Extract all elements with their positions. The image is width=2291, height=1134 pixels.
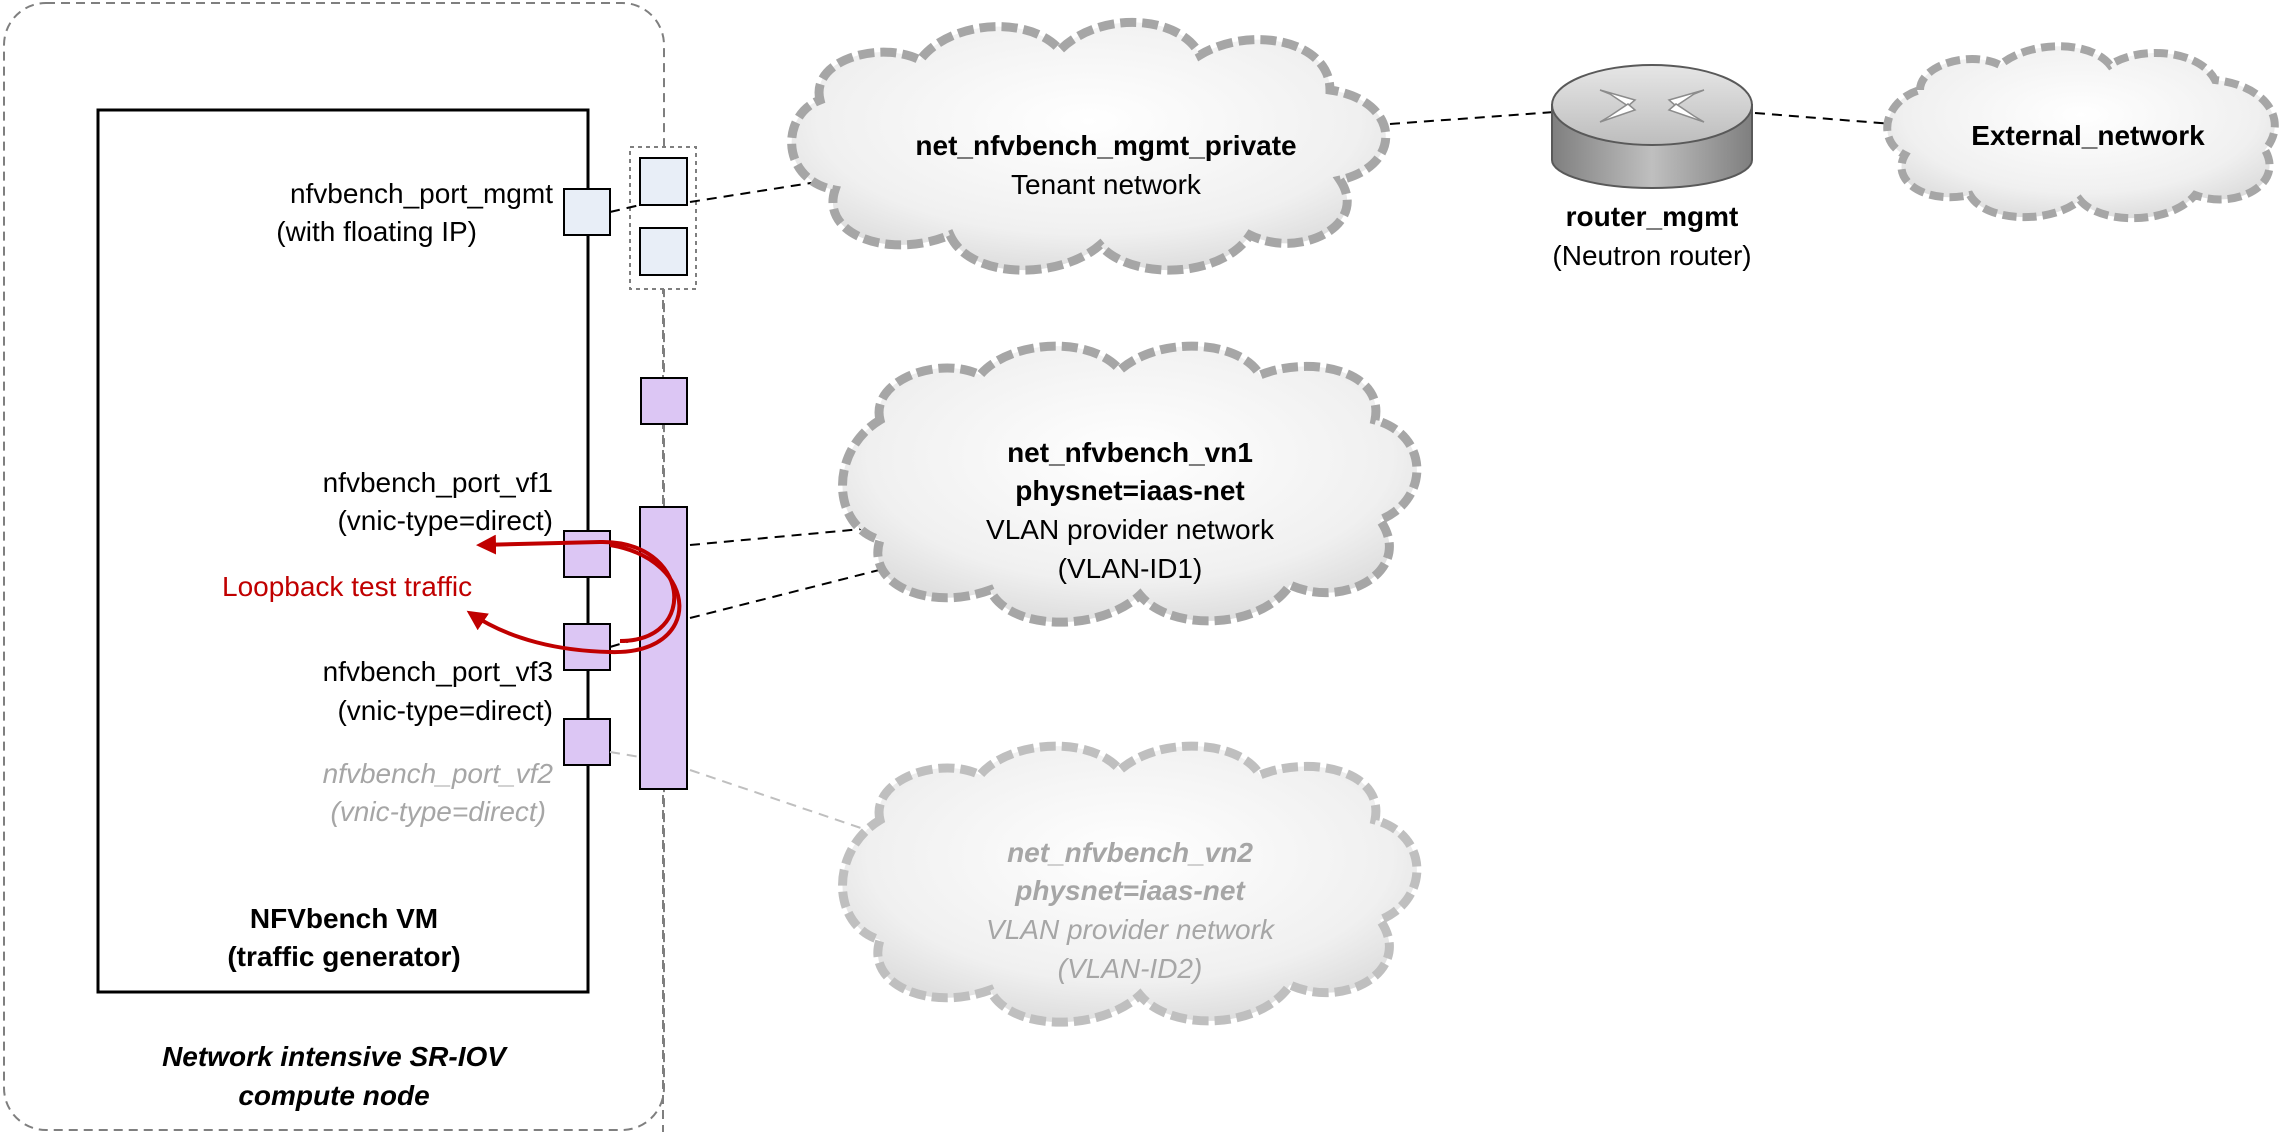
vm-port-vf2 [563, 718, 611, 766]
port-vf1-label: nfvbench_port_vf1 [323, 467, 553, 498]
vm-port-vf1 [563, 530, 611, 578]
router-type: (Neutron router) [1552, 240, 1751, 271]
net-vn1-physnet: physnet=iaas-net [1015, 475, 1245, 506]
net-mgmt-private-name: net_nfvbench_mgmt_private [915, 130, 1296, 161]
link-vf1-to-vn1 [689, 527, 874, 546]
link-mgmt-port-to-vswitch [609, 204, 641, 213]
cloud-external [1883, 42, 2279, 223]
port-vf3-label: nfvbench_port_vf3 [323, 656, 553, 687]
vm-title: NFVbench VM [250, 903, 438, 934]
cloud-mgmt-private [787, 18, 1391, 275]
net-vn2-type: VLAN provider network [986, 914, 1276, 945]
router-icon [1551, 64, 1753, 189]
port-mgmt-detail: (with floating IP) [276, 216, 477, 247]
net-vn2-physnet: physnet=iaas-net [1014, 875, 1246, 906]
router-name: router_mgmt [1566, 201, 1739, 232]
net-external-name: External_network [1971, 120, 2205, 151]
vm-port-mgmt [563, 188, 611, 236]
net-mgmt-private-type: Tenant network [1011, 169, 1202, 200]
nfvbench-vm-box [96, 108, 590, 994]
net-vn1-name: net_nfvbench_vn1 [1007, 437, 1253, 468]
nic-port-small [640, 377, 688, 425]
vswitch-port-upper [639, 157, 688, 206]
port-vf2-label: nfvbench_port_vf2 [323, 758, 554, 789]
link-vswitch-to-mgmt-net [689, 179, 831, 203]
link-mgmt-net-to-router [1389, 111, 1556, 125]
compute-node-caption-line1: Network intensive SR-IOV [162, 1041, 508, 1072]
cloud-vn2 [838, 741, 1422, 1027]
port-vf2-detail: (vnic-type=direct) [330, 796, 546, 827]
vm-subtitle: (traffic generator) [227, 941, 460, 972]
port-mgmt-label: nfvbench_port_mgmt [290, 178, 553, 209]
link-router-to-external [1754, 112, 1906, 126]
vm-port-vf3 [563, 623, 611, 671]
link-pf-to-vn1 [689, 565, 896, 619]
compute-node-caption-line2: compute node [238, 1080, 429, 1111]
cloud-vn1 [838, 341, 1422, 627]
net-vn2-name: net_nfvbench_vn2 [1007, 837, 1253, 868]
loopback-label: Loopback test traffic [222, 571, 472, 602]
net-vn1-vlan: (VLAN-ID1) [1058, 553, 1203, 584]
link-vf2-to-vn2 [609, 751, 641, 758]
port-vf3-detail: (vnic-type=direct) [337, 695, 553, 726]
loopback-arrow-bottom [466, 543, 682, 655]
net-vn1-type: VLAN provider network [986, 514, 1275, 545]
net-vn2-vlan: (VLAN-ID2) [1058, 953, 1203, 984]
vswitch-port-lower [639, 227, 688, 276]
port-vf1-detail: (vnic-type=direct) [337, 505, 553, 536]
